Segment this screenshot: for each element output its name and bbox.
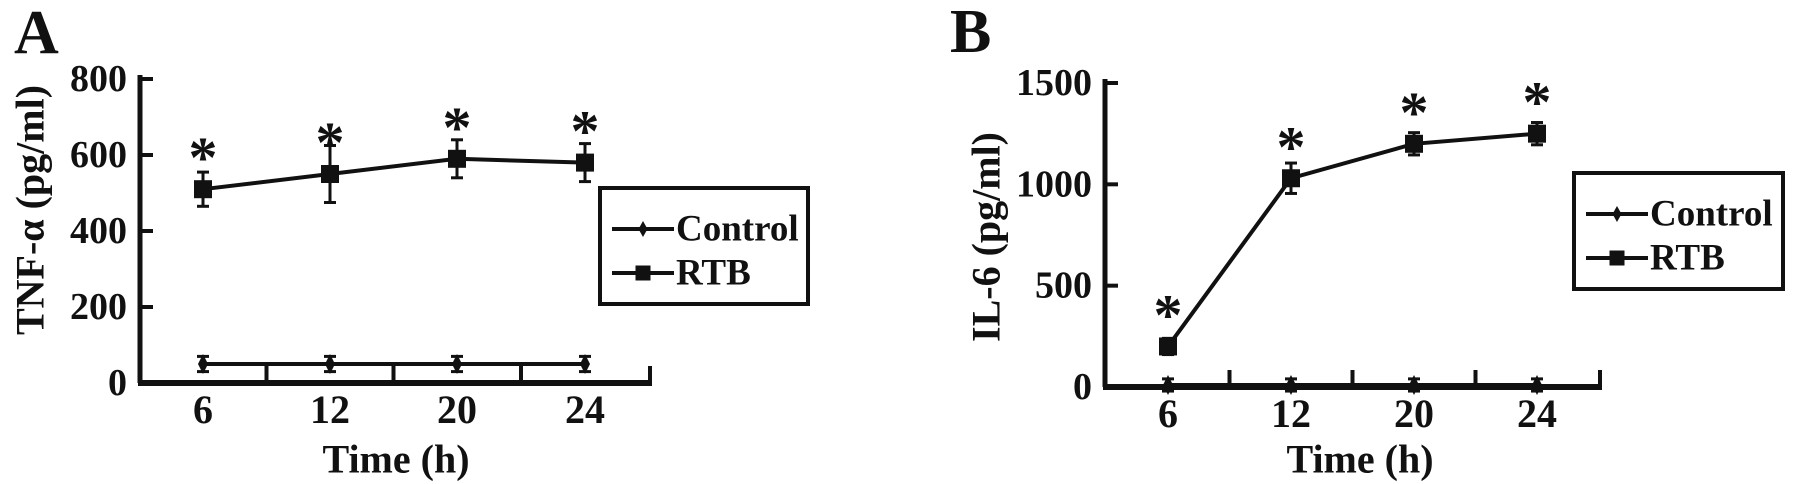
panel-b-label: B: [950, 0, 992, 66]
panel-b-x-tick-label: 20: [1394, 391, 1434, 436]
panel-a-y-axis-title: TNF-α (pg/ml): [7, 84, 53, 336]
panel-b-control-diamond-marker: [1409, 374, 1419, 395]
panel-a-control-diamond-marker: [198, 354, 208, 374]
panel-b-y-tick-label: 1500: [1016, 62, 1092, 104]
panel-b-x-tick-label: 12: [1271, 391, 1311, 436]
panel-b-legend-entry-label-control: Control: [1650, 194, 1773, 235]
panel-a-x-tick-label: 24: [565, 387, 605, 432]
panel-b-y-axis-title: IL-6 (pg/ml): [963, 132, 1009, 342]
panel-b-x-tick-label: 6: [1158, 391, 1178, 436]
panel-a-control-diamond-marker: [325, 354, 335, 374]
panel-b-x-tick-label: 24: [1517, 391, 1557, 436]
panel-b-rtb-square-marker: [1528, 124, 1546, 143]
panel-a-x-axis-title: Time (h): [322, 436, 470, 482]
panel-b-rtb-square-marker: [1282, 169, 1300, 188]
panel-a-legend-square-marker: [635, 265, 651, 281]
panel-a-rtb-square-marker: [448, 149, 466, 168]
panel-a-significance-asterisk: *: [443, 95, 472, 160]
panel-a-legend-box: [598, 186, 810, 306]
panel-b-legend-entry-label-rtb: RTB: [1650, 238, 1725, 279]
panel-a-legend-entry-label-control: Control: [676, 209, 799, 250]
panel-a-y-tick-label: 400: [70, 210, 127, 252]
panel-a-x-tick-label: 20: [437, 387, 477, 432]
panel-a-y-tick-label: 0: [108, 362, 127, 404]
panel-a-significance-asterisk: *: [316, 110, 345, 175]
panel-b-significance-asterisk: *: [1154, 282, 1183, 347]
panel-b-legend-box: [1572, 171, 1785, 291]
panel-b-control-diamond-marker: [1532, 374, 1542, 395]
panel-a-rtb-square-marker: [321, 165, 339, 183]
panel-b-y-tick-label: 1000: [1016, 163, 1092, 205]
panel-a-series-line-rtb: [202, 156, 586, 192]
panel-a-y-tick-label: 600: [70, 134, 127, 176]
panel-b-significance-asterisk: *: [1277, 114, 1306, 179]
panel-b-legend-square-marker: [1609, 250, 1625, 266]
panel-b-rtb-square-marker: [1405, 134, 1423, 153]
panel-a-y-tick-label: 200: [70, 286, 127, 328]
panel-a-legend-entry-label-rtb: RTB: [676, 253, 751, 294]
panel-a-significance-asterisk: *: [189, 125, 218, 190]
panel-a-rtb-square-marker: [576, 153, 594, 172]
panel-b-y-tick-label: 0: [1073, 366, 1092, 408]
panel-b-control-diamond-marker: [1163, 374, 1173, 395]
panel-a-x-tick-label: 12: [310, 387, 350, 432]
panel-b-series-line-rtb: [1166, 131, 1538, 348]
panel-b-control-diamond-marker: [1286, 374, 1296, 395]
panel-a-label: A: [14, 0, 59, 67]
panel-b-y-tick-label: 500: [1035, 265, 1092, 307]
panel-a-y-tick-label: 800: [70, 58, 127, 100]
panel-b-rtb-square-marker: [1159, 337, 1177, 356]
panel-a-x-tick-label: 6: [193, 387, 213, 432]
panel-a-rtb-square-marker: [194, 180, 212, 199]
panel-a-significance-asterisk: *: [571, 99, 600, 164]
panel-a-legend-diamond-marker: [638, 221, 648, 237]
panel-b-legend-diamond-marker: [1612, 206, 1622, 222]
panel-b-x-axis-title: Time (h): [1286, 436, 1434, 482]
panel-b-significance-asterisk: *: [1523, 70, 1552, 135]
panel-a-control-diamond-marker: [580, 354, 590, 374]
panel-b-significance-asterisk: *: [1400, 80, 1429, 145]
panel-a-control-diamond-marker: [452, 354, 462, 374]
